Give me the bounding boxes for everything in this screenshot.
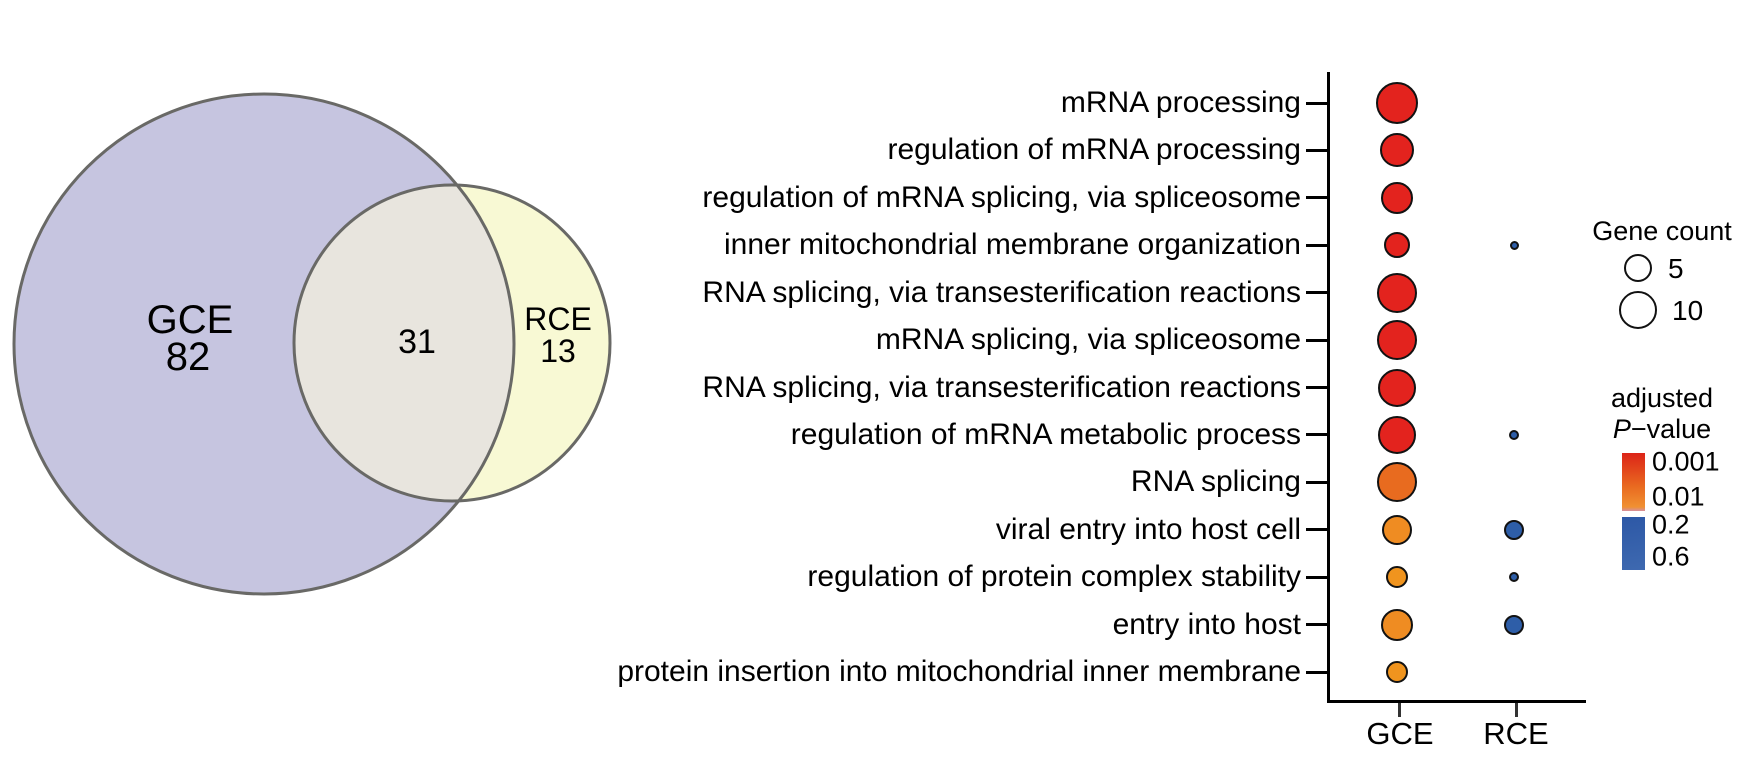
x-axis-label-rce: RCE — [1483, 716, 1549, 751]
rce-dot — [1509, 572, 1519, 583]
y-tick — [1306, 291, 1327, 295]
y-tick — [1306, 575, 1327, 579]
category-label: regulation of protein complex stability — [807, 560, 1301, 594]
venn-gce-label: GCE — [147, 298, 234, 342]
gce-dot — [1380, 133, 1414, 168]
y-tick — [1306, 196, 1327, 200]
x-tick-rce — [1515, 703, 1518, 717]
y-tick — [1306, 386, 1327, 390]
gce-dot — [1377, 320, 1417, 361]
venn-overlap-region — [294, 185, 514, 501]
venn-gce-outline — [12, 92, 516, 596]
category-label: RNA splicing, via transesterification re… — [702, 275, 1301, 309]
pvalue-colorbar-nonsignificant — [1622, 517, 1645, 570]
gce-dot — [1386, 661, 1408, 684]
y-axis-line — [1327, 72, 1330, 702]
gce-dot — [1381, 181, 1413, 214]
category-label: protein insertion into mitochondrial inn… — [617, 655, 1301, 689]
gce-dot — [1377, 272, 1417, 313]
pvalue-label-001: 0.01 — [1652, 481, 1705, 512]
x-axis-label-gce: GCE — [1366, 716, 1434, 751]
pvalue-label-02: 0.2 — [1652, 509, 1690, 540]
pvalue-legend-title: adjusted P−value — [1586, 383, 1738, 445]
venn-diagram: GCE 82 31 RCE 13 — [12, 92, 612, 596]
venn-rce-label: RCE — [524, 301, 592, 337]
y-tick — [1306, 338, 1327, 342]
gce-dot — [1378, 368, 1416, 407]
pvalue-label-06: 0.6 — [1652, 541, 1690, 572]
venn-rce-count: 13 — [540, 333, 576, 369]
pvalue-title-italic-p: P — [1612, 414, 1631, 445]
gene-count-circle-5 — [1624, 254, 1652, 282]
gene-count-legend-title: Gene count — [1592, 216, 1732, 246]
rce-dot — [1504, 519, 1524, 540]
category-label: viral entry into host cell — [995, 512, 1301, 546]
venn-gce-count: 82 — [166, 335, 211, 379]
y-tick — [1306, 528, 1327, 532]
rce-dot — [1504, 614, 1524, 635]
y-tick — [1306, 670, 1327, 674]
pvalue-label-0001: 0.001 — [1652, 446, 1720, 477]
rce-dot — [1509, 240, 1519, 250]
category-label: mRNA splicing, via spliceosome — [875, 323, 1301, 357]
gce-dot — [1384, 232, 1410, 259]
y-tick — [1306, 243, 1327, 247]
pvalue-title-suffix: −value — [1630, 414, 1712, 445]
category-label: inner mitochondrial membrane organizatio… — [724, 228, 1301, 262]
y-tick — [1306, 623, 1327, 627]
x-tick-gce — [1398, 703, 1401, 717]
gce-dot — [1377, 462, 1417, 503]
venn-rce-outline — [292, 183, 612, 503]
gene-count-value-5: 5 — [1668, 253, 1684, 284]
category-label: regulation of mRNA processing — [887, 133, 1301, 167]
y-tick — [1306, 433, 1327, 437]
venn-overlap-count: 31 — [398, 323, 436, 361]
category-label: RNA splicing, via transesterification re… — [702, 370, 1301, 404]
rce-dot — [1509, 429, 1519, 440]
y-tick — [1306, 148, 1327, 152]
category-label: regulation of mRNA metabolic process — [790, 417, 1301, 451]
gce-dot — [1381, 608, 1413, 641]
gce-dot — [1386, 566, 1408, 589]
y-tick — [1306, 480, 1327, 484]
y-tick — [1306, 101, 1327, 105]
category-label: regulation of mRNA splicing, via spliceo… — [702, 180, 1301, 214]
gene-count-value-10: 10 — [1672, 295, 1704, 326]
pvalue-title-line1: adjusted — [1610, 383, 1714, 413]
gce-dot — [1382, 514, 1412, 545]
category-label: RNA splicing — [1130, 465, 1301, 499]
x-axis-line — [1327, 700, 1586, 703]
pvalue-colorbar-significant — [1622, 453, 1645, 511]
gce-dot — [1378, 415, 1416, 454]
category-label: entry into host — [1112, 607, 1301, 641]
category-label: mRNA processing — [1060, 86, 1301, 119]
gce-dot — [1376, 82, 1418, 124]
gene-count-circle-10 — [1619, 291, 1657, 329]
